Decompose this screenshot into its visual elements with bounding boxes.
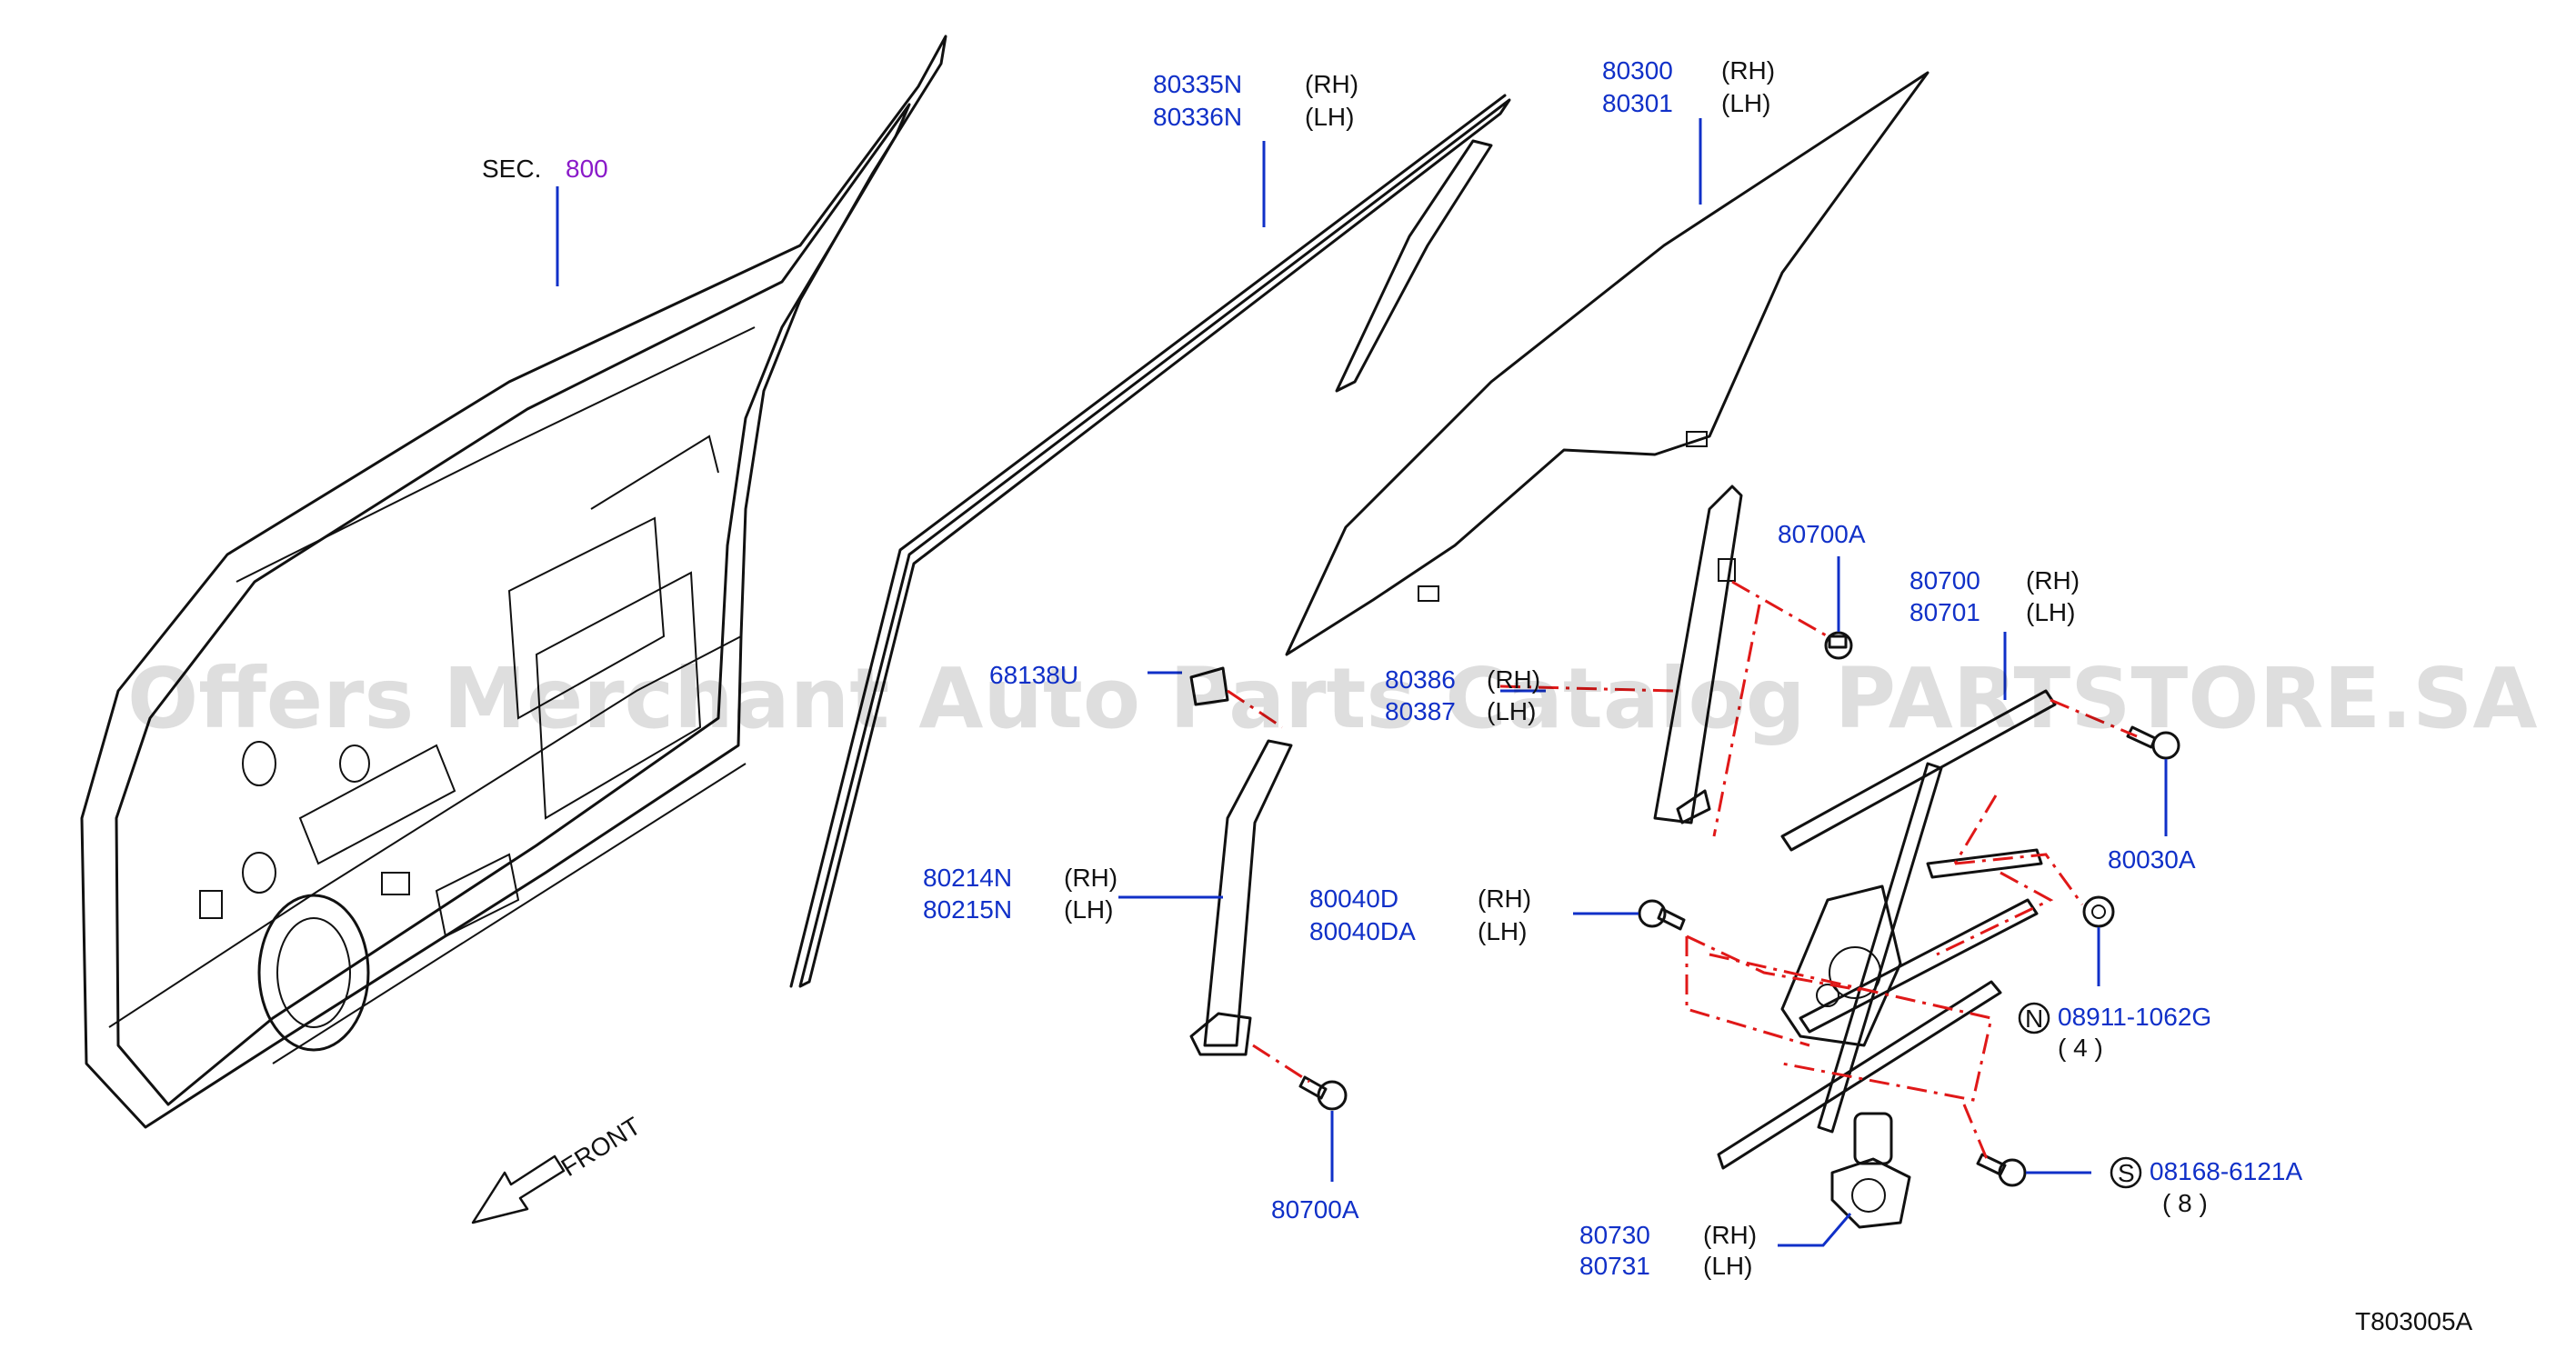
tag-80300: (RH) xyxy=(1721,56,1775,85)
leader-lines xyxy=(556,118,2168,1247)
watermark: Offers Merchant Auto Parts Catalog PARTS… xyxy=(127,650,2538,747)
screw-badge: S xyxy=(2118,1159,2135,1187)
tag-80214n: (RH) xyxy=(1064,864,1118,892)
label-80700a-top: 80700A xyxy=(1778,520,1866,548)
tag-80301: (LH) xyxy=(1721,89,1770,117)
clip-68138u xyxy=(1189,666,1229,706)
qty-08168: ( 8 ) xyxy=(2162,1189,2208,1217)
tag-80335n: (RH) xyxy=(1305,70,1358,98)
label-08168: 08168-6121A xyxy=(2150,1157,2302,1185)
label-80701: 80701 xyxy=(1909,598,1980,626)
front-arrow-icon xyxy=(471,1154,566,1224)
label-80301: 80301 xyxy=(1602,89,1673,117)
tag-80730: (RH) xyxy=(1703,1221,1757,1249)
window-run-channel xyxy=(789,94,1511,988)
regulator-motor xyxy=(1830,1112,1911,1229)
label-80335n: 80335N xyxy=(1153,70,1242,98)
label-80030a: 80030A xyxy=(2108,845,2196,874)
labels: SEC. 800 80335N (RH) 80336N (LH) 80300 (… xyxy=(482,56,2473,1335)
label-80731: 80731 xyxy=(1579,1252,1650,1280)
tag-80336n: (LH) xyxy=(1305,103,1354,131)
label-80300: 80300 xyxy=(1602,56,1673,85)
tag-80731: (LH) xyxy=(1703,1252,1752,1280)
qty-08911: ( 4 ) xyxy=(2058,1034,2103,1062)
label-80215n: 80215N xyxy=(923,895,1012,924)
tag-80386: (RH) xyxy=(1487,665,1540,694)
label-80040da: 80040DA xyxy=(1309,917,1416,945)
door-glass xyxy=(1285,71,1929,656)
label-80040d: 80040D xyxy=(1309,884,1398,913)
label-80336n: 80336N xyxy=(1153,103,1242,131)
label-80214n: 80214N xyxy=(923,864,1012,892)
bolt-80040d xyxy=(1638,899,1686,931)
tag-80040d: (RH) xyxy=(1478,884,1531,913)
label-80700: 80700 xyxy=(1909,566,1980,595)
label-80730: 80730 xyxy=(1579,1221,1650,1249)
tag-80701: (LH) xyxy=(2026,598,2075,626)
front-sash-guide xyxy=(1653,485,1743,824)
nut-badge: N xyxy=(2025,1004,2043,1033)
rear-sash xyxy=(1189,739,1293,1056)
label-80387: 80387 xyxy=(1385,697,1456,725)
tag-80387: (LH) xyxy=(1487,697,1536,725)
tag-80215n: (LH) xyxy=(1064,895,1113,924)
bolt-80700a-bottom xyxy=(1298,1075,1348,1111)
diagram-id: T803005A xyxy=(2355,1307,2473,1335)
label-80700a-bottom: 80700A xyxy=(1271,1195,1359,1224)
window-regulator xyxy=(1717,689,2057,1170)
nut-badge-circle xyxy=(2018,1002,2050,1034)
screw-08168 xyxy=(1976,1153,2027,1187)
door-panel xyxy=(80,35,947,1129)
tag-80040da: (LH) xyxy=(1478,917,1527,945)
tag-80700: (RH) xyxy=(2026,566,2080,595)
sec-prefix: SEC. xyxy=(482,155,541,183)
label-80386: 80386 xyxy=(1385,665,1456,694)
assembly-guide-lines xyxy=(1227,580,2138,1160)
nut-08911 xyxy=(2082,895,2115,928)
front-label: FRONT xyxy=(556,1112,646,1182)
screw-badge-circle xyxy=(2110,1156,2142,1189)
label-08911: 08911-1062G xyxy=(2058,1003,2211,1031)
front-direction-indicator: FRONT xyxy=(471,1112,646,1224)
sec-number: 800 xyxy=(566,155,608,183)
bolt-80700a-top xyxy=(1824,631,1853,660)
label-68138u: 68138U xyxy=(989,661,1078,689)
